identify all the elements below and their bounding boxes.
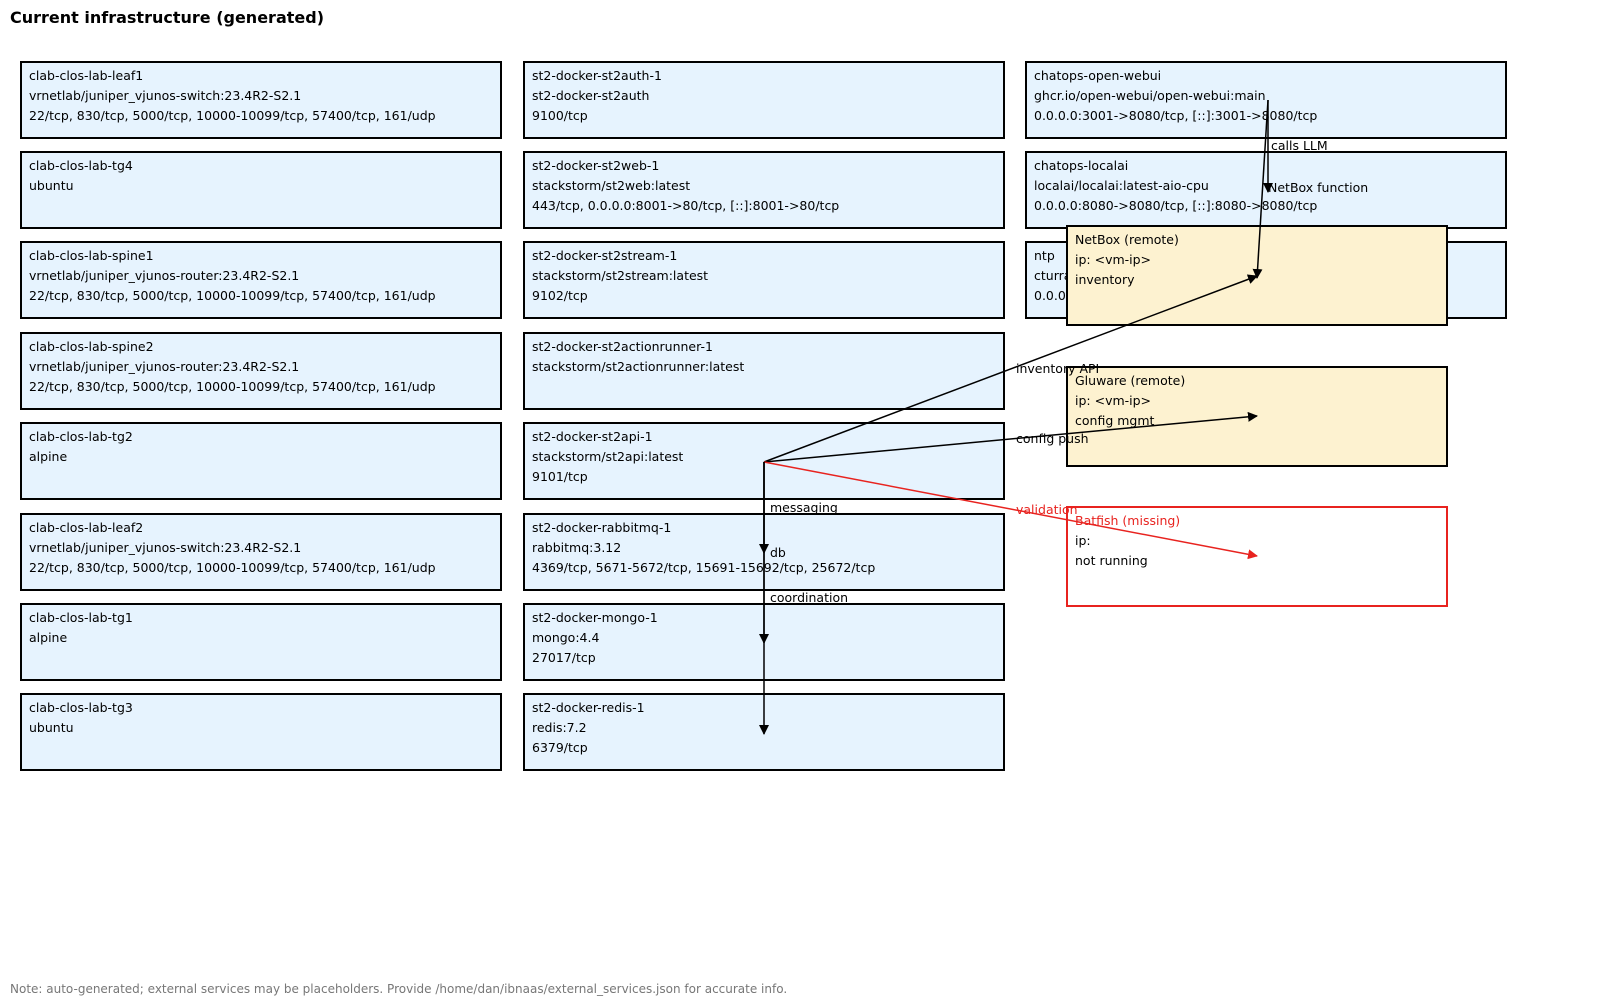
- node-clab-leaf1: clab-clos-lab-leaf1 vrnetlab/juniper_vju…: [20, 61, 502, 139]
- node-image: mongo:4.4: [532, 630, 600, 645]
- node-image: ubuntu: [29, 720, 74, 735]
- node-image: st2-docker-st2auth: [532, 88, 650, 103]
- edge-label-coordination: coordination: [770, 590, 849, 605]
- diagram-title: Current infrastructure (generated): [10, 8, 324, 27]
- node-name: chatops-open-webui: [1034, 68, 1162, 83]
- node-image: vrnetlab/juniper_vjunos-switch:23.4R2-S2…: [29, 88, 302, 103]
- node-st2auth: st2-docker-st2auth-1 st2-docker-st2auth …: [523, 61, 1005, 139]
- node-ports: 9102/tcp: [532, 288, 588, 303]
- edge-netbox-function: [1252, 99, 1269, 279]
- node-clab-tg4: clab-clos-lab-tg4 ubuntu: [20, 151, 502, 229]
- node-ports: 22/tcp, 830/tcp, 5000/tcp, 10000-10099/t…: [29, 560, 436, 575]
- node-ports: 22/tcp, 830/tcp, 5000/tcp, 10000-10099/t…: [29, 379, 436, 394]
- node-clab-spine1: clab-clos-lab-spine1 vrnetlab/juniper_vj…: [20, 241, 502, 319]
- node-ports: 9101/tcp: [532, 469, 588, 484]
- node-clab-tg3: clab-clos-lab-tg3 ubuntu: [20, 693, 502, 771]
- node-image: vrnetlab/juniper_vjunos-router:23.4R2-S2…: [29, 268, 300, 283]
- node-ports: 27017/tcp: [532, 650, 596, 665]
- node-image: ubuntu: [29, 178, 74, 193]
- node-name: clab-clos-lab-tg4: [29, 158, 133, 173]
- node-name: st2-docker-redis-1: [532, 700, 645, 715]
- node-st2actionrunner: st2-docker-st2actionrunner-1 stackstorm/…: [523, 332, 1005, 410]
- node-st2stream: st2-docker-st2stream-1 stackstorm/st2str…: [523, 241, 1005, 319]
- node-image: vrnetlab/juniper_vjunos-router:23.4R2-S2…: [29, 359, 300, 374]
- node-image: stackstorm/st2stream:latest: [532, 268, 709, 283]
- node-ports: 22/tcp, 830/tcp, 5000/tcp, 10000-10099/t…: [29, 288, 436, 303]
- node-name: st2-docker-st2web-1: [532, 158, 660, 173]
- edge-label-netbox-function: NetBox function: [1268, 180, 1369, 195]
- external-ip: ip:: [1075, 533, 1091, 548]
- node-image: stackstorm/st2actionrunner:latest: [532, 359, 745, 374]
- external-ip: ip: <vm-ip>: [1075, 393, 1152, 408]
- footer-note: Note: auto-generated; external services …: [10, 982, 788, 996]
- node-clab-tg2: clab-clos-lab-tg2 alpine: [20, 422, 502, 500]
- node-name: st2-docker-rabbitmq-1: [532, 520, 672, 535]
- edge-label-db: db: [770, 545, 786, 560]
- node-name: clab-clos-lab-spine1: [29, 248, 154, 263]
- external-name: Gluware (remote): [1075, 373, 1186, 388]
- edge-label-config-push: config push: [1016, 431, 1089, 446]
- node-name: st2-docker-st2stream-1: [532, 248, 678, 263]
- node-name: clab-clos-lab-tg1: [29, 610, 133, 625]
- node-ports: 9100/tcp: [532, 108, 588, 123]
- node-image: vrnetlab/juniper_vjunos-switch:23.4R2-S2…: [29, 540, 302, 555]
- external-name: NetBox (remote): [1075, 232, 1179, 247]
- node-image: cturra: [1034, 268, 1072, 283]
- node-image: alpine: [29, 630, 68, 645]
- edge-config-push: [763, 411, 1258, 463]
- node-name: ntp: [1034, 248, 1055, 263]
- node-name: st2-docker-st2api-1: [532, 429, 653, 444]
- edge-label-validation: validation: [1016, 502, 1078, 517]
- node-ports: 4369/tcp, 5671-5672/tcp, 15691-15692/tcp…: [532, 560, 876, 575]
- node-image: rabbitmq:3.12: [532, 540, 622, 555]
- node-name: chatops-localai: [1034, 158, 1129, 173]
- node-clab-spine2: clab-clos-lab-spine2 vrnetlab/juniper_vj…: [20, 332, 502, 410]
- node-st2web: st2-docker-st2web-1 stackstorm/st2web:la…: [523, 151, 1005, 229]
- node-image: ghcr.io/open-webui/open-webui:main: [1034, 88, 1266, 103]
- node-ports: 0.0.0.0:8080->8080/tcp, [::]:8080->8080/…: [1034, 198, 1318, 213]
- node-image: stackstorm/st2web:latest: [532, 178, 691, 193]
- external-role: inventory: [1075, 272, 1135, 287]
- node-clab-tg1: clab-clos-lab-tg1 alpine: [20, 603, 502, 681]
- node-ports: 22/tcp, 830/tcp, 5000/tcp, 10000-10099/t…: [29, 108, 436, 123]
- node-image: redis:7.2: [532, 720, 587, 735]
- node-name: st2-docker-st2auth-1: [532, 68, 662, 83]
- edge-inventory-api: [763, 274, 1258, 463]
- edge-label-messaging: messaging: [770, 500, 838, 515]
- edge-validation: [763, 461, 1258, 560]
- node-name: st2-docker-mongo-1: [532, 610, 658, 625]
- external-gluware: Gluware (remote) ip: <vm-ip> config mgmt: [1066, 366, 1448, 467]
- external-ip: ip: <vm-ip>: [1075, 252, 1152, 267]
- node-image: alpine: [29, 449, 68, 464]
- node-clab-leaf2: clab-clos-lab-leaf2 vrnetlab/juniper_vju…: [20, 513, 502, 591]
- node-open-webui: chatops-open-webui ghcr.io/open-webui/op…: [1025, 61, 1507, 139]
- edge-label-inventory-api: inventory API: [1016, 361, 1100, 376]
- external-role: config mgmt: [1075, 413, 1155, 428]
- node-image: stackstorm/st2api:latest: [532, 449, 684, 464]
- external-role: not running: [1075, 553, 1148, 568]
- node-image: localai/localai:latest-aio-cpu: [1034, 178, 1209, 193]
- node-ports: 443/tcp, 0.0.0.0:8001->80/tcp, [::]:8001…: [532, 198, 840, 213]
- node-name: clab-clos-lab-tg3: [29, 700, 133, 715]
- node-name: st2-docker-st2actionrunner-1: [532, 339, 713, 354]
- node-ports: 6379/tcp: [532, 740, 588, 755]
- external-name: Batfish (missing): [1075, 513, 1181, 528]
- node-name: clab-clos-lab-tg2: [29, 429, 133, 444]
- edge-label-calls-llm: calls LLM: [1271, 138, 1328, 153]
- node-name: clab-clos-lab-spine2: [29, 339, 154, 354]
- node-name: clab-clos-lab-leaf2: [29, 520, 144, 535]
- node-name: clab-clos-lab-leaf1: [29, 68, 144, 83]
- node-ports: 0.0.0.0:3001->8080/tcp, [::]:3001->8080/…: [1034, 108, 1318, 123]
- node-ports: 0.0.0: [1034, 288, 1066, 303]
